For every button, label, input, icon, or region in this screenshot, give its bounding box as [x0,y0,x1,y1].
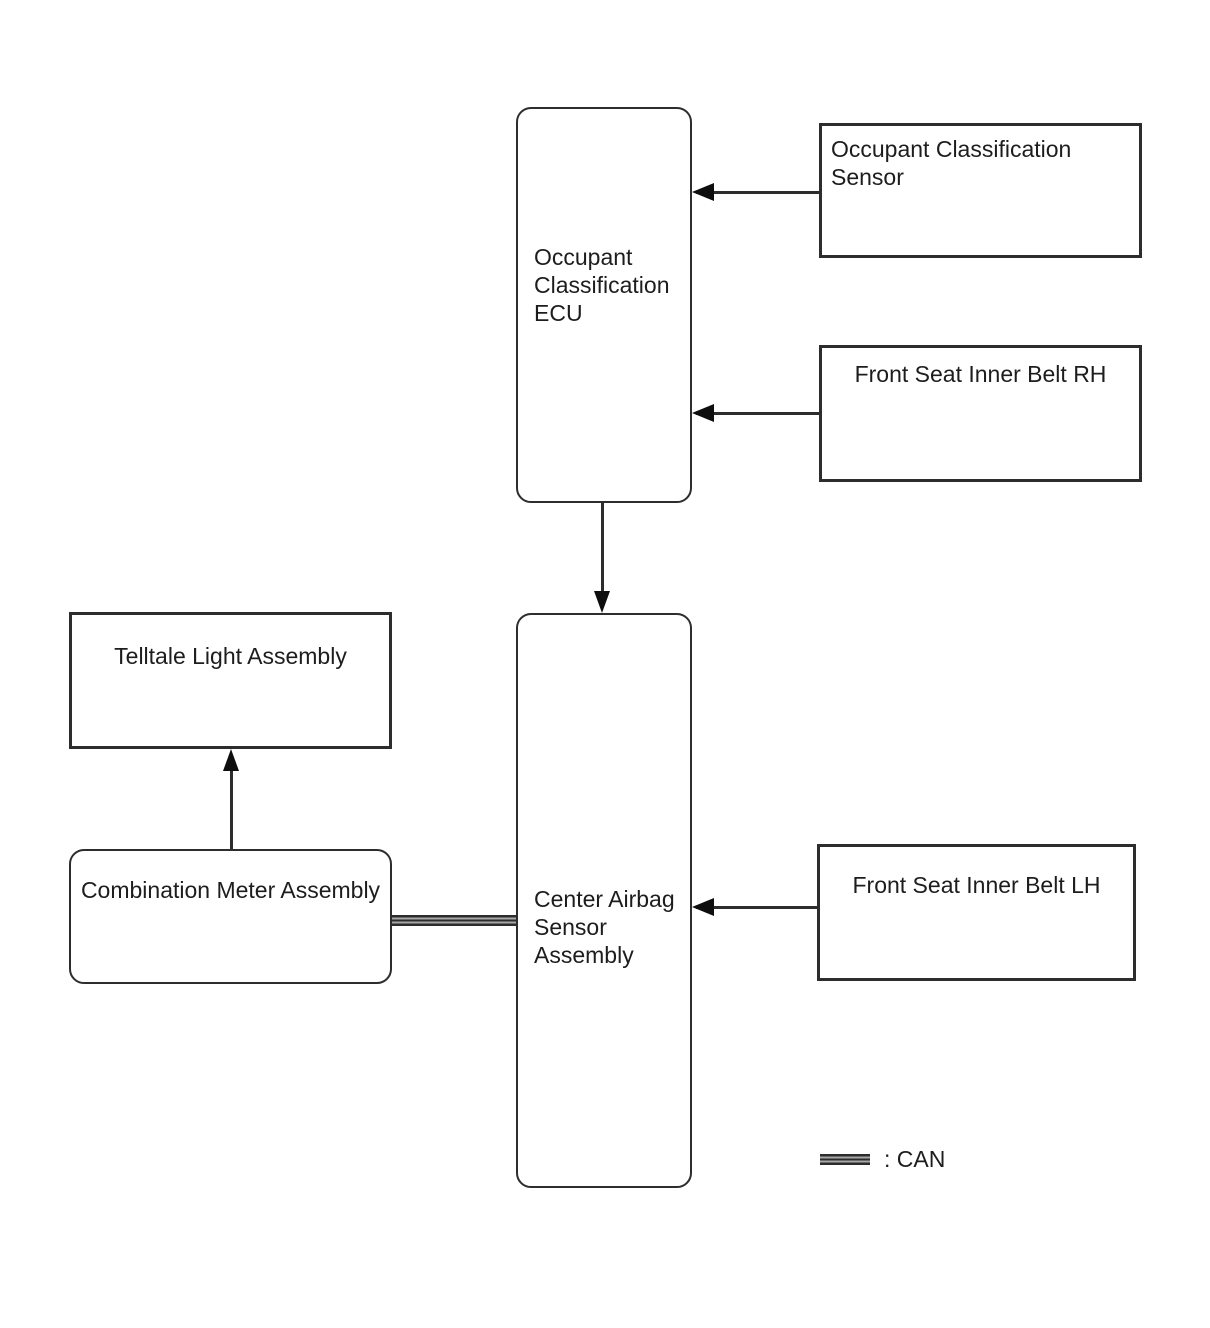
node-telltale-light-assembly: Telltale Light Assembly [69,612,392,749]
node-front-seat-inner-belt-lh: Front Seat Inner Belt LH [817,844,1136,981]
node-label: Telltale Light Assembly [114,643,347,669]
node-combination-meter-assembly: Combination Meter Assembly [69,849,392,984]
edge-belt-rh-to-ecu-line [696,412,819,415]
edge-belt-rh-to-ecu-arrowhead [692,404,714,422]
node-occupant-classification-ecu: Occupant Classification ECU [516,107,692,503]
node-front-seat-inner-belt-rh: Front Seat Inner Belt RH [819,345,1142,482]
edge-sensor-to-ecu-line [696,191,819,194]
node-label: Center Airbag Sensor Assembly [534,886,675,968]
legend-can-label: : CAN [884,1146,946,1172]
edge-ecu-to-airbag-arrowhead [594,591,610,613]
edge-meter-to-airbag-can-line [392,915,516,926]
node-center-airbag-sensor-assembly: Center Airbag Sensor Assembly [516,613,692,1188]
edge-sensor-to-ecu-arrowhead [692,183,714,201]
node-label: Occupant Classification Sensor [831,136,1072,190]
node-label: Combination Meter Assembly [80,877,381,903]
edge-belt-lh-to-airbag-arrowhead [692,898,714,916]
node-occupant-classification-sensor: Occupant Classification Sensor [819,123,1142,258]
edge-meter-to-telltale-arrowhead [223,749,239,771]
legend-can-line-swatch [820,1154,870,1165]
edge-belt-lh-to-airbag-line [696,906,817,909]
node-label: Front Seat Inner Belt LH [852,872,1101,898]
edge-ecu-to-airbag-line [601,503,604,594]
edge-meter-to-telltale-line [230,758,233,849]
node-label: Occupant Classification ECU [534,244,670,326]
node-label: Front Seat Inner Belt RH [854,361,1107,387]
